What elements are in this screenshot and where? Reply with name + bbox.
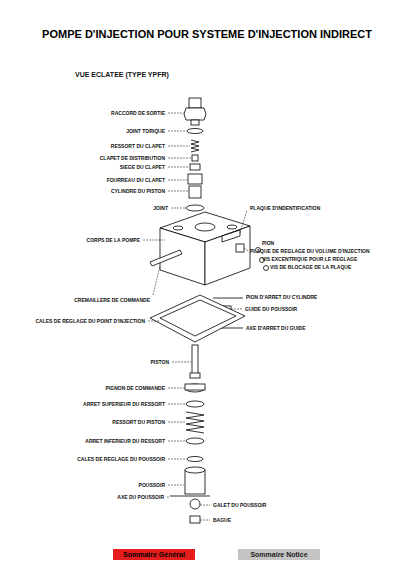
part-label: FOURREAU DU CLAPET [107,177,165,183]
part-label: ARRET INFERIEUR DU RESSORT [85,438,165,444]
part-label: CALES DE REGLAGE DU POINT D'INJECTION [35,318,145,324]
nav-button: Sommaire Notice [238,549,320,560]
part-label: JOINT [153,205,168,211]
nav-button: Sommaire Général [113,549,195,560]
part-label: JOINT TORIQUE [126,128,165,134]
part-label: PIGNON DE COMMANDE [106,385,165,391]
button-label: Sommaire Notice [250,551,307,558]
part-label: GALET DU POUSSOIR [213,502,266,508]
part-label: ARRET SUPERIEUR DU RESSORT [83,401,165,407]
part-label: POUSSOIR [139,482,165,488]
part-label: RESSORT DU PISTON [112,419,165,425]
part-label: CORPS DE LA POMPE [87,237,140,243]
part-label: CYLINDRE DU PISTON [111,188,165,194]
page-title: POMPE D'INJECTION POUR SYSTEME D'INJECTI… [0,28,414,40]
part-label: PISTON [150,359,169,365]
part-label: PION [262,240,274,246]
part-label: PLAQUE D'INDENTIFICATION [250,205,320,211]
part-label: AXE DU POUSSOIR [117,494,164,500]
button-label: Sommaire Général [123,551,185,558]
part-label: VIS DE BLOCAGE DE LA PLAQUE [270,264,351,270]
view-subtitle: VUE ECLATEE (TYPE YPFR) [75,72,169,78]
part-label: CREMAILLERE DE COMMANDE [74,297,150,303]
part-label: AXE D'ARRET DU GUIDE [246,325,306,331]
part-label: GUIDE DU POUSSOIR [245,306,297,312]
part-label: BAGUE [213,517,231,523]
part-label: CLAPET DE DISTRIBUTION [100,155,165,161]
part-label: PLAQUE DE REGLAGE DU VOLUME D'INJECTION [250,248,370,254]
part-label: RACCORD DE SORTIE [111,110,165,116]
part-label: PION D'ARRET DU CYLINDRE [246,294,317,300]
part-label: VIS EXCENTRIQUE POUR LE REGLAGE [262,256,357,262]
part-label: SIEGE DU CLAPET [120,164,165,170]
part-label: RESSORT DU CLAPET [111,143,165,149]
part-label: CALES DE REGLAGE DU POUSSOIR [77,456,165,462]
